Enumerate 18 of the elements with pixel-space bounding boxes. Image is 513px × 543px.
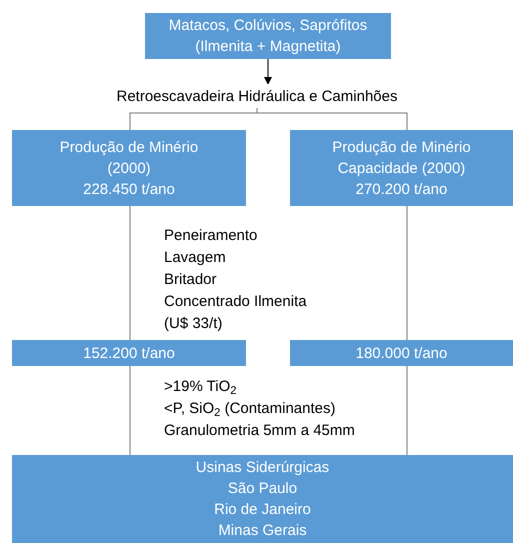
note-text: Britador <box>164 270 217 290</box>
output-box: 152.200 t/ano <box>12 340 246 366</box>
connector-line <box>406 366 408 456</box>
connector-line <box>256 108 408 130</box>
destination-box: Usinas Siderúrgicas São Paulo Rio de Janeiro Minas Gerais <box>12 455 513 543</box>
output-box: 180.000 t/ano <box>290 340 513 366</box>
note-text: Concentrado Ilmenita <box>164 292 307 312</box>
process-box: Matacos, Colúvios, Saprófitos (Ilmenita + Magnetita) <box>145 13 391 59</box>
process-box: Produção de Minério Capacidade (2000) 270.200 t/ano <box>290 130 513 206</box>
connector-line <box>264 58 272 85</box>
note-text: Lavagem <box>164 248 226 268</box>
connector-line <box>406 206 408 340</box>
process-box: Produção de Minério (2000) 228.450 t/ano <box>12 130 246 206</box>
note-text: <P, SiO$_{2}$ (Contaminantes) <box>164 399 336 420</box>
note-text: Granulometria 5mm a 45mm <box>164 421 355 441</box>
note-text: >19% TiO$_{2}$ <box>164 377 237 398</box>
note-text: (U$ 33/t) <box>164 314 222 334</box>
note-text: Peneiramento <box>164 226 258 246</box>
